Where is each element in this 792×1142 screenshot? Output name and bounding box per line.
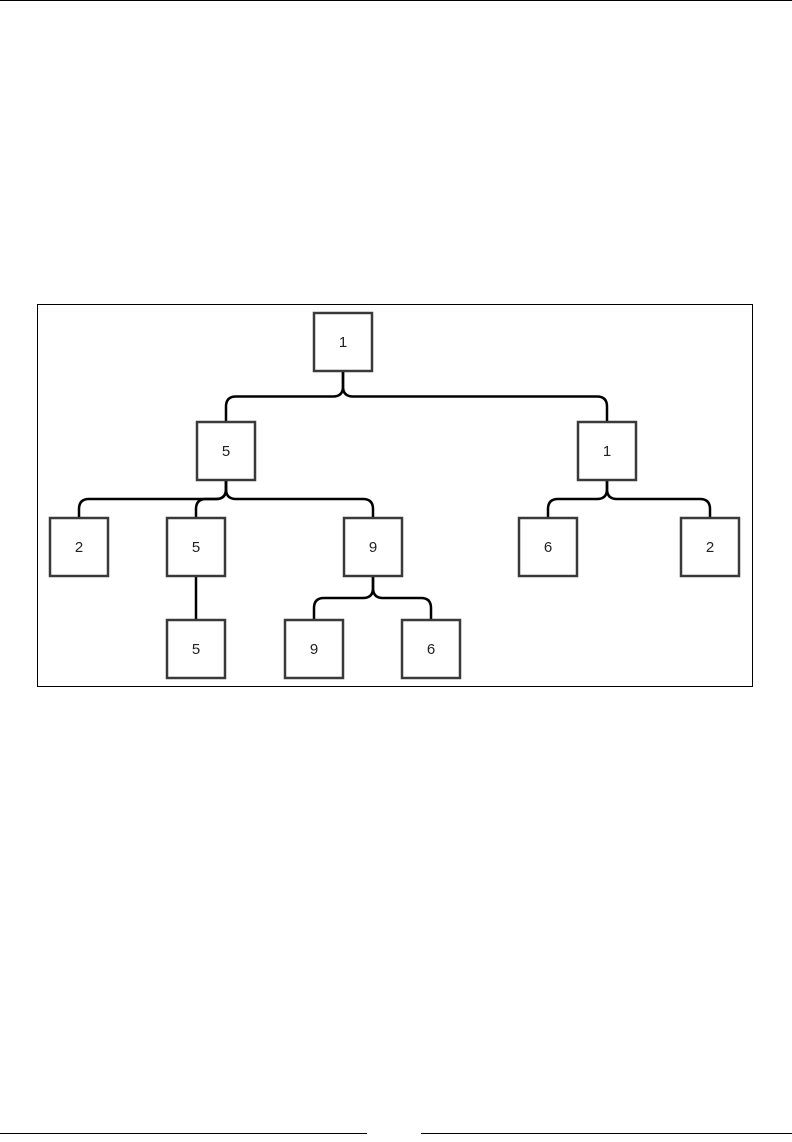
node-label: 1 <box>339 334 347 351</box>
node-label: 6 <box>427 641 435 658</box>
tree-node-n6a: 6 <box>519 518 577 576</box>
tree-node-n9b: 9 <box>285 620 343 678</box>
node-label: 2 <box>706 539 714 556</box>
tree-edges <box>79 371 710 620</box>
node-label: 9 <box>310 641 318 658</box>
tree-node-n9a: 9 <box>344 518 402 576</box>
edge-n1b-n6a <box>548 480 607 518</box>
edge-root-n1b <box>343 371 607 422</box>
edge-root-n5a <box>226 371 343 422</box>
node-label: 9 <box>369 539 377 556</box>
edge-n9a-n9b <box>314 576 373 620</box>
tree-node-n6b: 6 <box>402 620 460 678</box>
tree-node-n2b: 2 <box>681 518 739 576</box>
edge-n5a-n9a <box>226 480 373 518</box>
node-label: 5 <box>192 641 200 658</box>
node-label: 2 <box>75 539 83 556</box>
edge-n5a-n5b <box>196 480 226 518</box>
footer-rule-left <box>0 1133 367 1134</box>
node-label: 5 <box>192 539 200 556</box>
tree-node-n1b: 1 <box>578 422 636 480</box>
footer-rule-right <box>421 1133 792 1134</box>
tree-node-n5b: 5 <box>167 518 225 576</box>
edge-n9a-n6b <box>373 576 431 620</box>
tree-node-n2a: 2 <box>50 518 108 576</box>
tree-node-root: 1 <box>314 313 372 371</box>
node-label: 6 <box>544 539 552 556</box>
tree-nodes: 1 5 1 2 5 9 6 2 5 9 6 <box>50 313 739 678</box>
tree-node-n5a: 5 <box>197 422 255 480</box>
node-label: 1 <box>603 443 611 460</box>
node-label: 5 <box>222 443 230 460</box>
tree-node-n5c: 5 <box>167 620 225 678</box>
edge-n1b-n2b <box>607 480 710 518</box>
